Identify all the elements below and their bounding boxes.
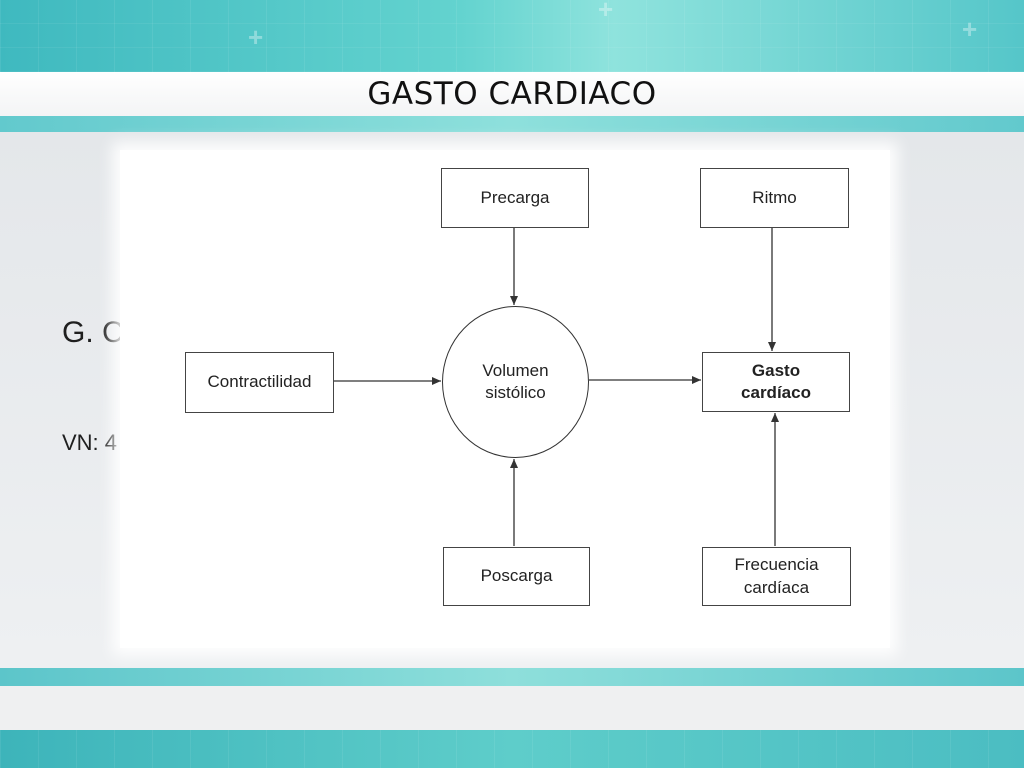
node-volumen-label: Volumen sistólico bbox=[482, 360, 549, 402]
slide-title: GASTO CARDIACO bbox=[367, 76, 657, 112]
node-gasto-label: Gasto cardíaco bbox=[741, 360, 811, 402]
plus-decoration-icon: + bbox=[598, 0, 614, 24]
node-gasto-cardiaco: Gasto cardíaco bbox=[702, 352, 850, 412]
node-precarga: Precarga bbox=[441, 168, 589, 228]
footer-bar bbox=[0, 686, 1024, 730]
node-frecuencia-cardiaca: Frecuencia cardíaca bbox=[702, 547, 851, 606]
node-poscarga: Poscarga bbox=[443, 547, 590, 606]
accent-stripe-bottom bbox=[0, 668, 1024, 686]
title-bar bbox=[0, 72, 1024, 116]
background-text-gc: G. C bbox=[62, 316, 124, 349]
background-text-vn: VN: 4 bbox=[62, 430, 118, 455]
top-decorative-band: + + + bbox=[0, 0, 1024, 72]
plus-decoration-icon: + bbox=[962, 14, 978, 44]
accent-stripe-top bbox=[0, 116, 1024, 132]
node-ritmo-label: Ritmo bbox=[752, 187, 797, 207]
node-frecuencia-label: Frecuencia cardíaca bbox=[734, 555, 819, 597]
node-ritmo: Ritmo bbox=[700, 168, 849, 228]
node-contractilidad: Contractilidad bbox=[185, 352, 334, 413]
plus-decoration-icon: + bbox=[248, 22, 264, 52]
node-precarga-label: Precarga bbox=[480, 187, 550, 207]
node-contractilidad-label: Contractilidad bbox=[207, 372, 312, 392]
node-volumen-sistolico: Volumen sistólico bbox=[442, 306, 589, 458]
bottom-decorative-band bbox=[0, 730, 1024, 768]
node-poscarga-label: Poscarga bbox=[480, 566, 553, 586]
